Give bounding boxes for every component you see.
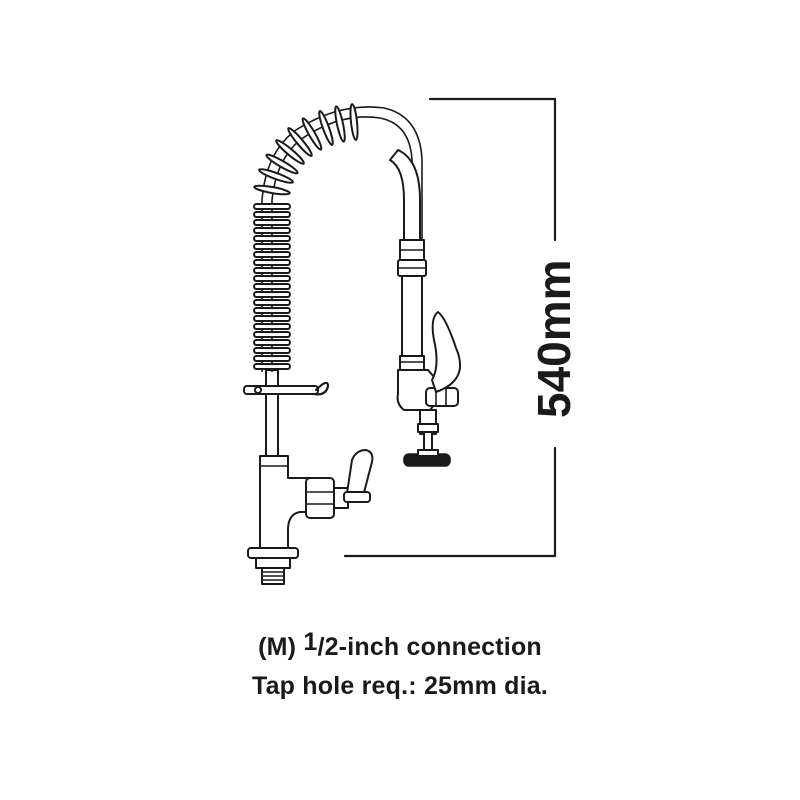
spring-coil-loop [253,259,291,266]
spring-coil-loop [253,275,291,282]
spring-coil-loop [287,127,313,157]
tap-body [259,449,374,549]
spring-coil-loop [253,363,291,370]
spring-coil-loop [253,243,291,250]
tap-hole-caption: Tap hole req.: 25mm dia. [251,672,549,700]
spring-coil-loop [253,203,291,210]
spring-coil-loop [253,283,291,290]
spring-coil-loop [253,331,291,338]
spring-coil-loop [253,219,291,226]
connection-fraction-rest: /2-inch connection [317,633,542,661]
spring-coil-loop [258,168,294,184]
connection-caption: (M) 1/2-inch connection [0,628,800,662]
spring-coil-loop [275,139,305,165]
spring-coil-loop [253,315,291,322]
spring-coil-loop [253,227,291,234]
spring-coil-loop [318,110,334,146]
spring-coil-loop [253,347,291,354]
spring-coil-loop [253,323,291,330]
spring-coil-loop [253,307,291,314]
spring-coil [253,103,423,372]
spring-coil-loop [265,153,299,175]
spring-coil-loop [253,251,291,258]
spring-coil-loop [253,267,291,274]
connection-prefix: (M) [258,633,304,661]
spring-coil-loop [253,235,291,242]
spring-coil-loop [253,211,291,218]
connection-fraction-numerator: 1 [303,628,318,656]
spring-coil-loop [253,184,291,196]
spray-head [396,239,461,467]
spring-coil-loop [334,105,346,143]
spring-coil-loop [253,291,291,298]
spring-coil-loop [349,103,359,141]
spring-coil-loop [301,117,323,151]
spring-coil-loop [253,299,291,306]
height-dimension-label: 540mm [528,259,580,418]
height-dimension: 540mm [343,97,580,558]
spray-hose [389,149,421,241]
riser-pipe [243,369,330,457]
spring-coil-loop [253,339,291,346]
tap-base [247,547,299,585]
spring-coil-loop [253,355,291,362]
